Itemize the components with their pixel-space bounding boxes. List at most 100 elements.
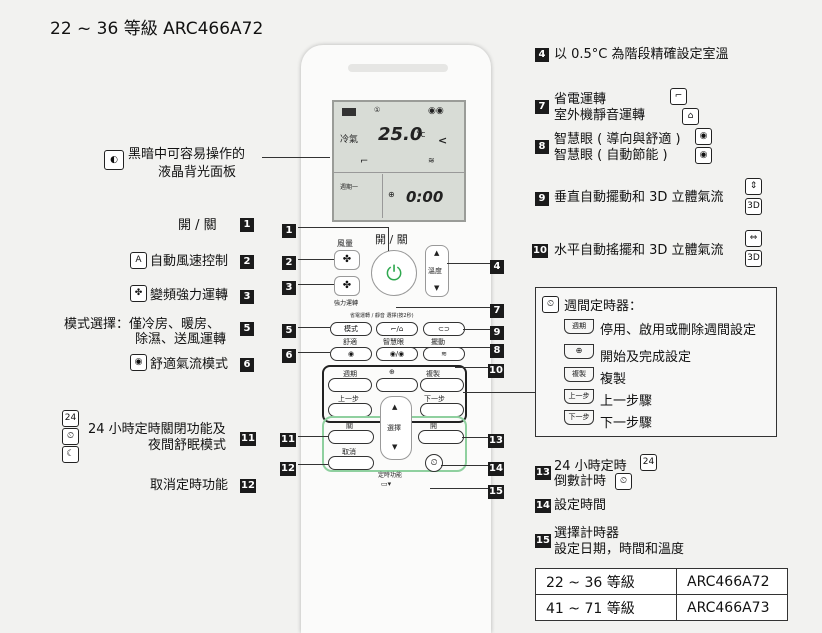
copy-button[interactable] <box>420 378 464 392</box>
badge-9: 9 <box>535 188 549 207</box>
lcd-time: 0:00 <box>406 188 444 206</box>
remote-fan-label: 風量 <box>337 239 353 248</box>
timer-item-next: 下一步驟 <box>600 416 653 431</box>
label-mode-2: 除濕、送風運轉 <box>135 332 227 347</box>
leader-5 <box>298 327 330 328</box>
grade-cell: 22 ~ 36 等級 <box>535 568 677 595</box>
callout-5: 5 <box>282 320 296 339</box>
lcd-divider <box>334 172 464 173</box>
select-down-icon: ▼ <box>392 443 398 451</box>
label-backlight-2: 液晶背光面板 <box>158 165 237 180</box>
callout-9: 9 <box>490 322 504 341</box>
timer24-icon-r: 24 <box>640 452 659 471</box>
leader-15 <box>430 488 488 489</box>
lcd-eye-icon: ◉◉ <box>428 106 444 116</box>
callout-2: 2 <box>282 252 296 271</box>
power-button[interactable]: ⏻ <box>371 250 417 296</box>
timer-box-heading: 週間定時器： <box>564 299 643 314</box>
label-r14: 設定時間 <box>554 498 607 513</box>
eye-button[interactable]: ◉/◉ <box>376 347 418 361</box>
badge-11-left: 11 <box>240 431 256 446</box>
timer-key-copy: 複製 <box>564 367 594 382</box>
callout-3: 3 <box>282 277 296 296</box>
remote-top-row-label: 省電運轉 / 靜音 選擇(按2秒) <box>350 313 414 319</box>
table-row: 22 ~ 36 等級 ARC466A72 <box>535 568 788 595</box>
leader-timer-box <box>463 392 535 393</box>
leader-11 <box>298 436 328 437</box>
label-r8-1: 智慧眼 ( 導向與舒適 ) <box>554 132 681 147</box>
lcd-panel: ① ◉◉ 冷氣 25.0 °c < ⌐ ≋ 週期一 ⊕ 0:00 <box>332 100 466 222</box>
temp-rocker-button[interactable]: ▲ 溫度 ▼ <box>425 245 449 297</box>
label-r7-2: 室外機靜音運轉 <box>554 108 646 123</box>
next-button[interactable] <box>420 403 464 417</box>
callout-12: 12 <box>280 461 296 476</box>
timer-key-prev: 上一步 <box>564 389 594 404</box>
timer-key-next: 下一步 <box>564 410 594 425</box>
callout-14: 14 <box>488 461 504 476</box>
lcd-divider-v <box>382 174 383 218</box>
label-backlight-1: 黑暗中可容易操作的 <box>128 147 246 162</box>
timer-key-week: 週期 <box>564 319 594 334</box>
leader-1v <box>388 227 389 251</box>
callout-10: 10 <box>488 363 504 378</box>
powerful-button[interactable]: ✤ <box>334 276 360 296</box>
badge-15: 15 <box>535 533 551 548</box>
leader-6 <box>298 352 330 353</box>
timer-item-set: 開始及完成設定 <box>600 350 692 365</box>
label-r13-2: 倒數計時 <box>554 474 607 489</box>
remote-timer-func-label: 定時功能 <box>378 472 403 479</box>
remote-eye-label: 智慧眼 <box>383 338 404 346</box>
prev-button[interactable] <box>328 403 372 417</box>
timer-item-week: 停用、啟用或刪除週間設定 <box>600 323 757 338</box>
label-comfort: 舒適氣流模式 <box>150 357 229 372</box>
select-rocker-button[interactable]: ▲ 選擇 ▼ <box>380 396 412 460</box>
fan-button[interactable]: ✤ <box>334 250 360 270</box>
table-row: 41 ~ 71 等級 ARC466A73 <box>535 594 788 621</box>
lcd-temperature: 25.0 <box>378 124 423 145</box>
remote-powerful-label: 強力運轉 <box>334 300 359 307</box>
badge-5-left: 5 <box>240 318 254 337</box>
callout-1: 1 <box>282 220 296 239</box>
leader-13 <box>462 437 488 438</box>
grade-table: 22 ~ 36 等級 ARC466A72 41 ~ 71 等級 ARC466A7… <box>535 568 788 621</box>
eye-eco-icon: ◉ <box>695 145 714 164</box>
set-button[interactable] <box>376 378 418 392</box>
on-timer-button[interactable] <box>418 430 464 444</box>
remote-temp-label: 溫度 <box>428 267 442 275</box>
econo-button[interactable]: ⌐/⌂ <box>376 322 418 336</box>
comfort-button[interactable]: ◉ <box>330 347 372 361</box>
leader-7 <box>396 307 490 308</box>
select-2s-button[interactable]: ⊂⊃ <box>423 322 465 336</box>
label-mode-1: 模式選擇：僅冷房、暖房、 <box>64 317 221 332</box>
3d-airflow-icon-2: 3D <box>745 248 764 267</box>
vertical-swing-icon: ⇕ <box>745 176 764 195</box>
label-r15-1: 選擇計時器 <box>554 526 620 541</box>
remote-power-label: 開 / 關 <box>375 233 408 246</box>
leader-8 <box>410 347 490 348</box>
swing-button[interactable]: ≋ <box>423 347 465 361</box>
temp-up-icon: ▲ <box>434 249 440 257</box>
label-r13-1: 24 小時定時 <box>554 459 627 474</box>
select-up-icon: ▲ <box>392 403 398 411</box>
page-title: 22 ~ 36 等級 ARC466A72 <box>50 19 264 39</box>
off-timer-button[interactable] <box>328 430 374 444</box>
badge-2-left: 2 <box>240 251 254 270</box>
remote-comfort-label: 舒適 <box>343 338 357 346</box>
leader-backlight <box>262 157 330 158</box>
callout-6: 6 <box>282 345 296 364</box>
callout-11: 11 <box>280 432 296 447</box>
weekly-timer-icon: ⏲ <box>542 294 561 313</box>
cancel-timer-button[interactable] <box>328 456 374 470</box>
lcd-mode-indicator-icon: ① <box>374 106 381 114</box>
remote-prev-label: 上一步 <box>338 395 359 403</box>
lcd-airflow-icon: ⌐ <box>360 156 369 167</box>
callout-15: 15 <box>488 484 504 499</box>
lcd-unit: °c <box>416 130 426 140</box>
remote-ir-window <box>348 64 448 72</box>
leader-2 <box>298 259 334 260</box>
week-button[interactable] <box>328 378 372 392</box>
mode-button[interactable]: 模式 <box>330 322 372 336</box>
clock-button[interactable]: ⏲ <box>425 454 443 472</box>
remote-swing-label: 擺動 <box>431 338 445 346</box>
remote-cancel-label: 取消 <box>342 448 356 456</box>
